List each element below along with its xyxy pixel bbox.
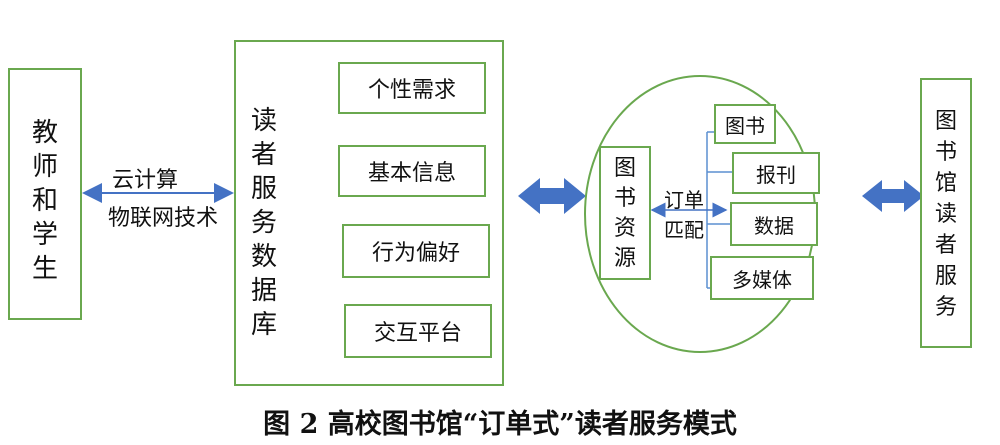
resource-item-data: 数据 — [730, 202, 818, 246]
resource-item-books: 图书 — [714, 104, 776, 144]
book-resource-box: 图书资源 — [599, 146, 651, 280]
book-resource-title: 图书资源 — [613, 156, 636, 271]
teacher-student-label: 教师和学生 — [31, 118, 58, 284]
reader-service-db-title: 读者服务数据库 — [250, 106, 277, 340]
match-label-order: 订单 — [664, 188, 704, 212]
teacher-student-box: 教师和学生 — [8, 68, 82, 320]
db-item-basic-info: 基本信息 — [338, 145, 486, 197]
db-item-interaction-platform: 交互平台 — [344, 304, 492, 358]
link-label-cloud: 云计算 — [112, 168, 179, 193]
figure-caption: 图 2 高校图书馆“订单式”读者服务模式 — [263, 409, 737, 440]
resource-item-multimedia: 多媒体 — [710, 256, 814, 300]
library-reader-service-box: 图书馆读者服务 — [920, 78, 972, 348]
db-item-behavior-preference: 行为偏好 — [342, 224, 490, 278]
block-double-arrow-right — [862, 180, 924, 212]
block-double-arrow-left — [518, 178, 586, 214]
match-label-match: 匹配 — [664, 218, 704, 242]
resource-item-periodicals: 报刊 — [732, 152, 820, 194]
library-reader-service-label: 图书馆读者服务 — [934, 109, 957, 320]
db-item-personal-needs: 个性需求 — [338, 62, 486, 114]
link-label-iot: 物联网技术 — [108, 206, 219, 231]
